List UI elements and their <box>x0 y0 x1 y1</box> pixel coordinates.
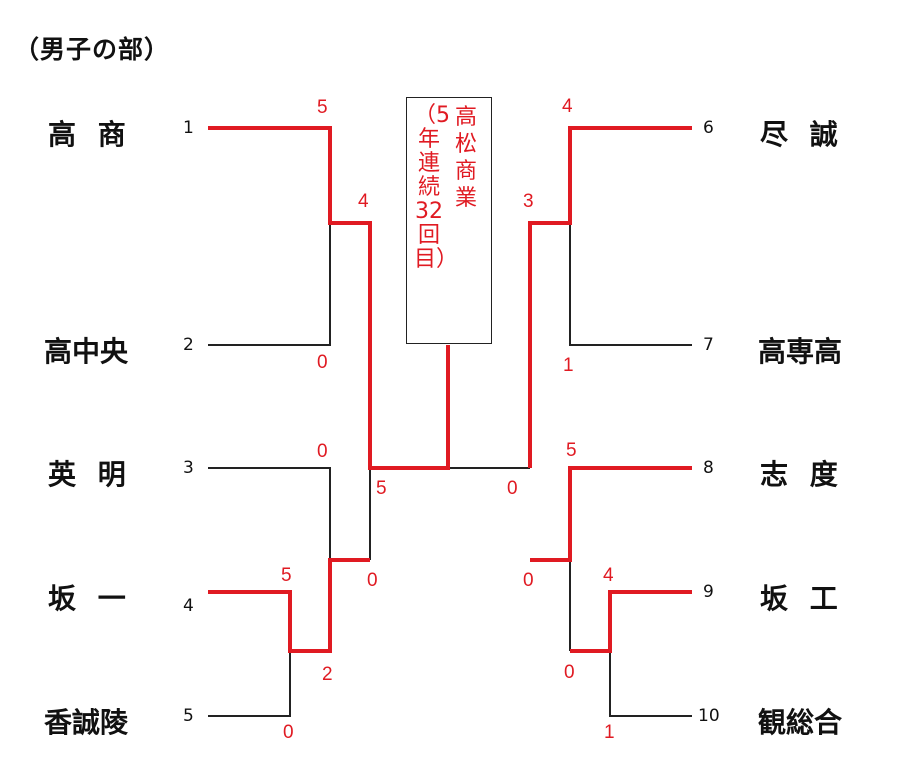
score-label: 0 <box>283 722 294 743</box>
loser-line <box>208 467 331 560</box>
team-name-left-5: 香誠陵 <box>44 706 129 739</box>
champion-note: （5年連続32回目） <box>414 103 459 272</box>
score-label: 2 <box>322 664 333 685</box>
score-label: 1 <box>563 355 574 376</box>
score-label: 0 <box>317 441 328 462</box>
score-label: 5 <box>281 565 292 586</box>
loser-line <box>569 223 692 346</box>
score-label: 5 <box>317 97 328 118</box>
seed-left-1: 1 <box>183 118 194 138</box>
champion-box <box>406 97 492 344</box>
team-name-right-10: 観総合 <box>758 706 843 739</box>
score-label: 3 <box>523 191 534 212</box>
score-label: 0 <box>317 352 328 373</box>
score-label: 4 <box>603 565 614 586</box>
team-name-left-1: 高 商 <box>48 118 126 151</box>
team-name-left-4: 坂 一 <box>48 582 126 615</box>
score-label: 5 <box>376 478 387 499</box>
winner-line <box>530 466 692 562</box>
score-label: 4 <box>562 96 573 117</box>
team-name-right-6: 尽 誠 <box>760 118 838 151</box>
team-name-right-7: 高専高 <box>758 335 843 368</box>
seed-right-7: 7 <box>703 335 714 355</box>
seed-right-8: 8 <box>703 458 714 478</box>
champion-name: 高松商業 <box>454 105 477 211</box>
score-label: 4 <box>358 191 369 212</box>
seed-left-2: 2 <box>183 335 194 355</box>
team-name-left-3: 英 明 <box>48 458 126 491</box>
score-label: 0 <box>507 478 518 499</box>
score-label: 0 <box>564 662 575 683</box>
team-name-left-2: 高中央 <box>44 335 129 368</box>
loser-line <box>208 651 291 717</box>
seed-right-9: 9 <box>703 582 714 602</box>
score-label: 5 <box>566 440 577 461</box>
bracket-heading: （男子の部） <box>14 35 171 64</box>
seed-right-6: 6 <box>703 118 714 138</box>
team-name-right-8: 志 度 <box>760 458 838 491</box>
score-label: 0 <box>523 570 534 591</box>
seed-right-10: 10 <box>698 706 720 726</box>
team-name-right-9: 坂 工 <box>760 582 838 615</box>
score-label: 0 <box>367 570 378 591</box>
loser-line <box>208 223 331 346</box>
seed-left-4: 4 <box>183 596 194 616</box>
seed-left-5: 5 <box>183 706 194 726</box>
winner-line <box>528 126 692 468</box>
score-label: 1 <box>604 722 615 743</box>
winner-line <box>208 558 370 653</box>
winner-line <box>208 126 450 470</box>
winner-line <box>570 590 692 653</box>
seed-left-3: 3 <box>183 458 194 478</box>
loser-line <box>609 651 692 717</box>
